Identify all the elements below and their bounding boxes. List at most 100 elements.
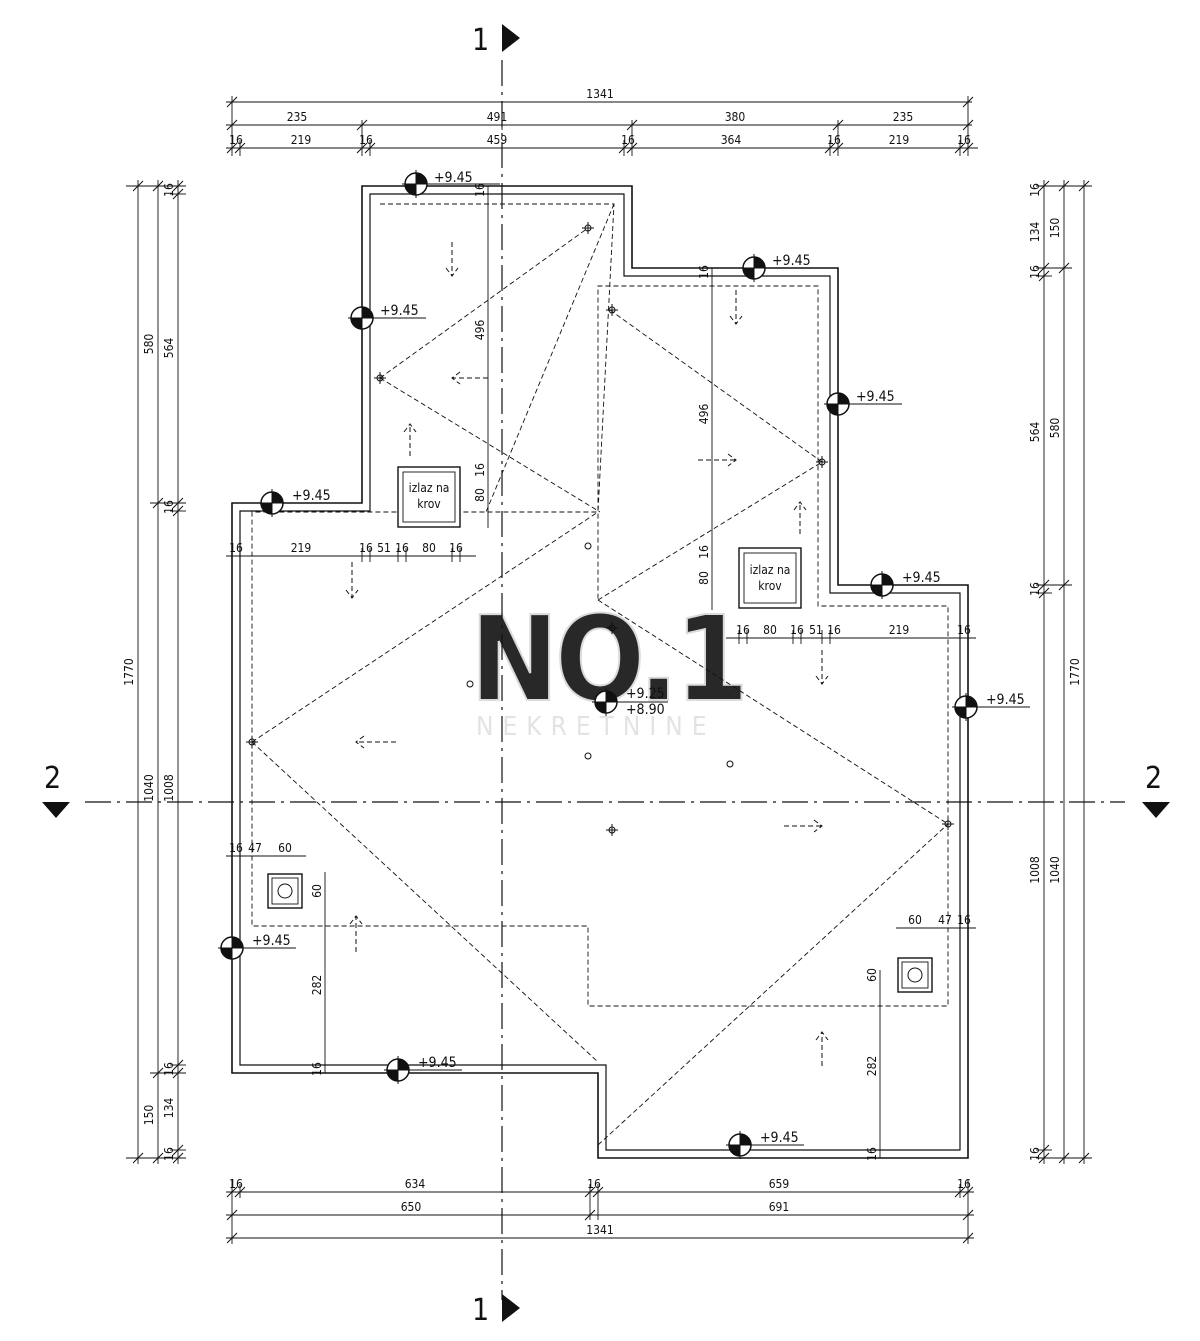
- svg-text:16: 16: [473, 463, 487, 477]
- svg-text:2: 2: [44, 761, 61, 796]
- svg-text:+9.45: +9.45: [772, 253, 811, 269]
- svg-text:+9.45: +9.45: [434, 170, 473, 186]
- svg-text:16: 16: [790, 623, 804, 637]
- svg-text:+9.25: +9.25: [626, 686, 665, 702]
- svg-text:16: 16: [229, 841, 243, 855]
- level-mark: +9.45: [401, 169, 500, 199]
- svg-text:80: 80: [763, 623, 777, 637]
- level-mark: +9.45: [383, 1055, 462, 1085]
- level-mark-center: +9.25+8.90: [591, 686, 668, 718]
- svg-text:+9.45: +9.45: [986, 692, 1025, 708]
- svg-text:1040: 1040: [1048, 856, 1062, 884]
- svg-text:1770: 1770: [122, 658, 136, 686]
- bottom-dimensions: [226, 1180, 974, 1244]
- svg-text:+9.45: +9.45: [760, 1130, 799, 1146]
- section-marker-1-bottom: 1: [472, 1293, 520, 1328]
- roof-points: [246, 222, 954, 836]
- inner-dim-left-exit: [226, 548, 476, 562]
- svg-text:219: 219: [291, 541, 312, 555]
- section-marker-1-top: 1: [472, 23, 520, 58]
- svg-text:691: 691: [769, 1200, 790, 1214]
- exit-label-2: krov: [417, 497, 441, 511]
- inner-dim-left-exit-labels: 16 219 16 51 16 80 16: [229, 541, 463, 555]
- svg-text:16: 16: [162, 500, 176, 514]
- slope-arrows: [345, 242, 829, 1066]
- svg-text:1341: 1341: [586, 87, 613, 101]
- svg-text:+9.45: +9.45: [292, 488, 331, 504]
- inner-dimension-lines: [324, 186, 881, 1158]
- svg-text:+9.45: +9.45: [418, 1055, 457, 1071]
- level-mark: +9.45: [347, 303, 426, 333]
- svg-text:16: 16: [621, 133, 635, 147]
- svg-text:16: 16: [957, 623, 971, 637]
- svg-text:496: 496: [473, 320, 487, 341]
- svg-text:459: 459: [487, 133, 508, 147]
- svg-text:+8.90: +8.90: [626, 702, 665, 718]
- svg-text:16: 16: [1028, 1147, 1042, 1161]
- top-dimension-labels: 1341 235 491 380 235 16 219 16 459 16 36…: [229, 87, 971, 147]
- svg-text:16: 16: [736, 623, 750, 637]
- exit-label-1: izlaz na: [750, 563, 791, 577]
- level-mark: +9.45: [725, 1130, 804, 1160]
- chimney-right: [897, 957, 933, 993]
- svg-text:16: 16: [587, 1177, 601, 1191]
- dim-right-16c: 16: [1028, 582, 1042, 596]
- svg-text:16: 16: [697, 545, 711, 559]
- svg-text:16: 16: [473, 183, 487, 197]
- svg-text:580: 580: [142, 334, 156, 355]
- svg-text:634: 634: [405, 1177, 426, 1191]
- svg-text:564: 564: [1028, 422, 1042, 443]
- svg-text:1040: 1040: [142, 774, 156, 802]
- svg-text:60: 60: [310, 884, 324, 898]
- section-marker-2-right: 2: [1142, 761, 1170, 818]
- svg-text:51: 51: [377, 541, 391, 555]
- svg-text:16: 16: [697, 265, 711, 279]
- svg-text:491: 491: [487, 110, 508, 124]
- svg-text:1341: 1341: [586, 1223, 613, 1237]
- right-dimension-labels: 16 134 150 16 564 580 16 1008 1040 1770 …: [1028, 183, 1082, 1161]
- svg-text:134: 134: [1028, 222, 1042, 243]
- svg-text:16: 16: [395, 541, 409, 555]
- svg-text:16: 16: [827, 623, 841, 637]
- svg-text:+9.45: +9.45: [380, 303, 419, 319]
- svg-text:16: 16: [865, 1147, 879, 1161]
- svg-text:1008: 1008: [162, 774, 176, 802]
- svg-text:1: 1: [472, 23, 489, 58]
- svg-text:659: 659: [769, 1177, 790, 1191]
- watermark-brand: NO.1: [470, 590, 745, 728]
- svg-text:1008: 1008: [1028, 856, 1042, 884]
- chimney-left: [267, 873, 303, 909]
- level-mark: +9.45: [823, 389, 902, 419]
- svg-text:1770: 1770: [1068, 658, 1082, 686]
- section-axes: [85, 60, 1125, 1300]
- inner-dim-chimney-right: 60 47 16 60 282 16: [865, 913, 976, 1161]
- top-dimensions: [226, 96, 978, 156]
- svg-text:235: 235: [287, 110, 308, 124]
- level-marks: +9.45 +9.45 +9.45 +9.45 +9.45 +9.45 +9.4…: [217, 169, 1030, 1160]
- inner-dim-chimney-left: 16 47 60 60 282 16: [226, 841, 324, 1076]
- svg-text:282: 282: [310, 975, 324, 996]
- level-mark: +9.45: [257, 488, 356, 518]
- svg-text:219: 219: [291, 133, 312, 147]
- watermark: NO.1 NEKRETNINE: [469, 589, 750, 742]
- section-marker-2-left: 2: [42, 761, 70, 818]
- svg-text:80: 80: [422, 541, 436, 555]
- svg-text:80: 80: [697, 571, 711, 585]
- level-mark: +9.45: [951, 692, 1030, 722]
- svg-text:282: 282: [865, 1056, 879, 1077]
- roof-ridge-lines: [251, 203, 949, 1146]
- svg-text:47: 47: [938, 913, 952, 927]
- svg-text:134: 134: [162, 1098, 176, 1119]
- bottom-dimension-labels: 16 634 16 659 16 650 691 1341: [229, 1177, 971, 1237]
- svg-text:150: 150: [142, 1105, 156, 1126]
- inner-dim-right-exit-labels: 16 80 16 51 16 219 16: [736, 623, 971, 637]
- svg-text:16: 16: [957, 1177, 971, 1191]
- roof-exit-left: izlaz na krov: [397, 466, 461, 528]
- svg-text:219: 219: [889, 623, 910, 637]
- svg-text:16: 16: [162, 1147, 176, 1161]
- svg-text:80: 80: [473, 488, 487, 502]
- svg-text:+9.45: +9.45: [902, 570, 941, 586]
- inner-dim-right-exit: [726, 630, 976, 644]
- svg-text:16: 16: [229, 541, 243, 555]
